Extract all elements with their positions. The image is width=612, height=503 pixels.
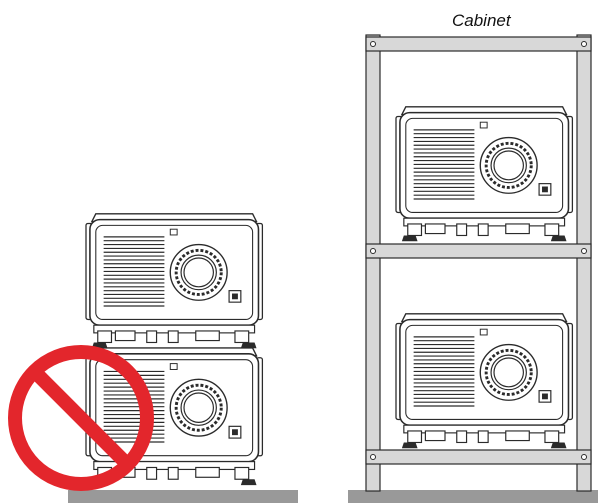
projector-top-left: [86, 214, 262, 348]
floor-right: [348, 490, 598, 503]
floor-left: [68, 490, 298, 503]
projector-bottom-left: [86, 348, 262, 485]
projector-bottom-cabinet: [396, 314, 572, 448]
projector-top-cabinet: [396, 107, 572, 241]
